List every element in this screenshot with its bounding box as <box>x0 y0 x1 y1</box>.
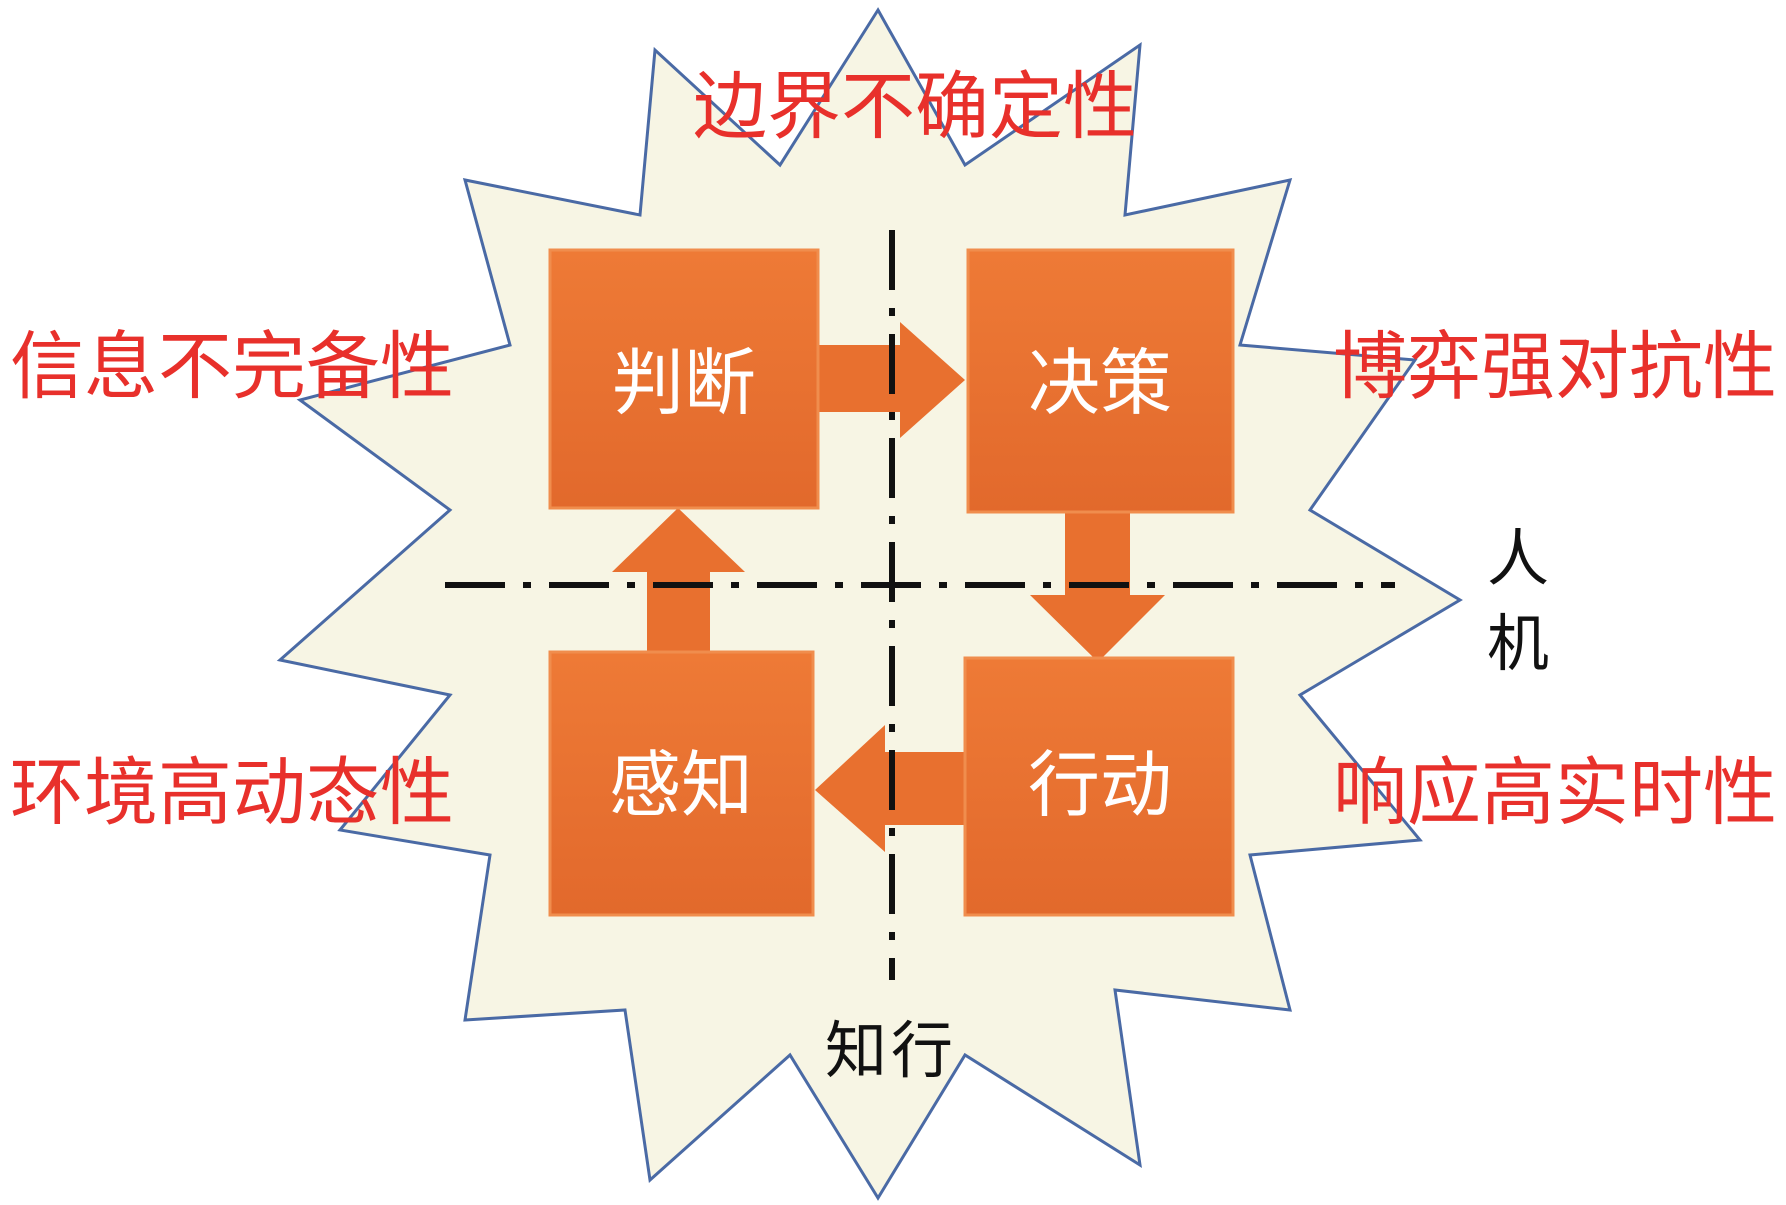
box-perceive <box>548 650 815 917</box>
axis-label-human: 人 <box>1487 522 1549 595</box>
feature-upper-right: 博弈强对抗性 <box>1333 324 1777 410</box>
axis-label-knowing: 知 <box>825 1014 887 1087</box>
box-judge-label: 判断 <box>612 341 756 425</box>
axis-label-machine: 机 <box>1487 607 1549 680</box>
arrow-perceive-to-judge <box>612 508 745 655</box>
feature-upper-left: 信息不完备性 <box>10 324 454 410</box>
axis-label-doing: 行 <box>891 1014 953 1087</box>
box-decide <box>966 248 1235 514</box>
box-perceive-label: 感知 <box>609 743 753 827</box>
box-act-label: 行动 <box>1028 743 1172 827</box>
box-act <box>963 656 1235 917</box>
box-judge <box>548 248 820 510</box>
feature-top: 边界不确定性 <box>693 64 1137 150</box>
feature-lower-right: 响应高实时性 <box>1333 750 1777 836</box>
feature-lower-left: 环境高动态性 <box>10 750 454 836</box>
box-decide-label: 决策 <box>1028 341 1172 425</box>
